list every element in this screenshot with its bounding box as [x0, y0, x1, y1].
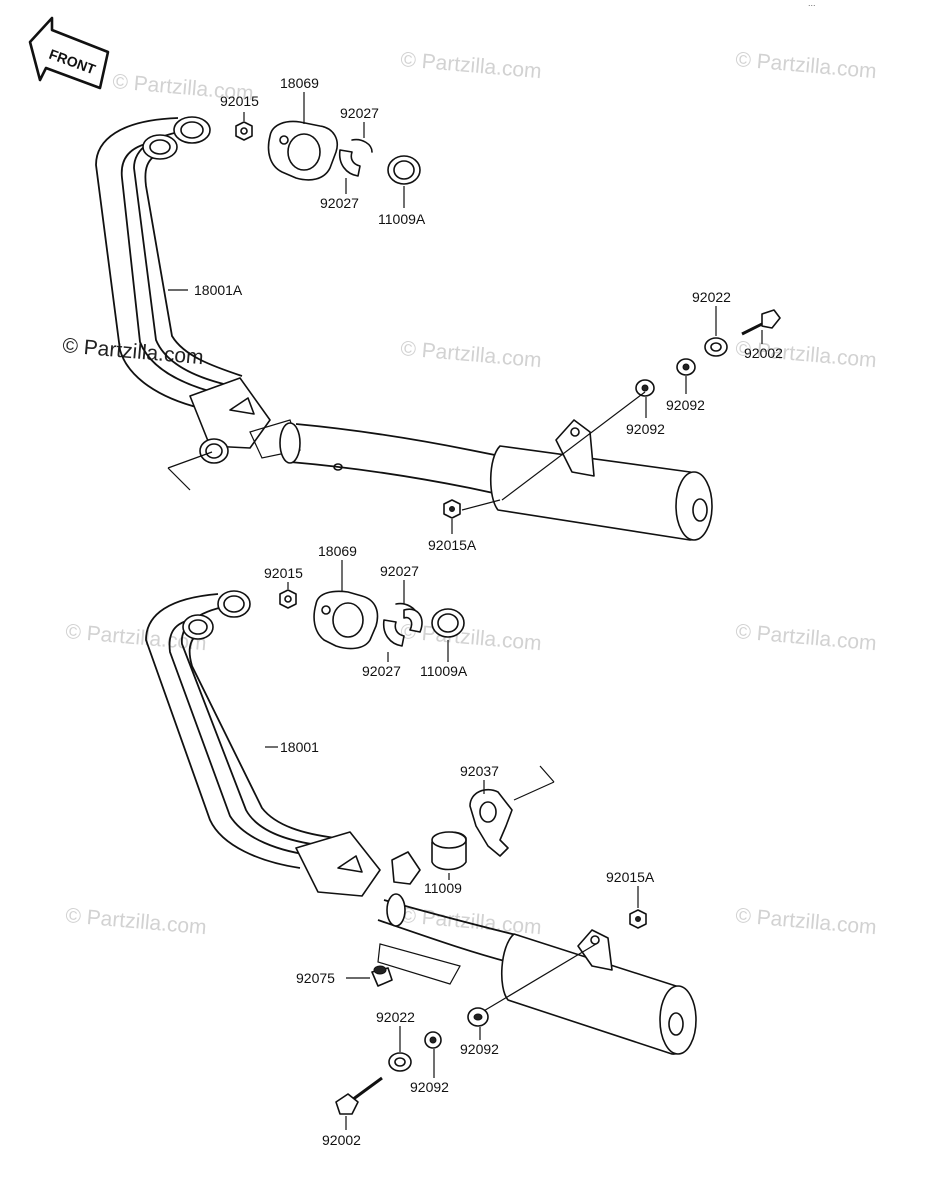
callout: 92027 — [362, 663, 401, 679]
callout: 11009A — [378, 211, 426, 227]
callout: 92092 — [666, 397, 705, 413]
callout: 92092 — [460, 1041, 499, 1057]
muffler-lower — [500, 929, 697, 1055]
callout: 92015A — [606, 869, 655, 885]
split-collar-92027-lower — [382, 602, 423, 647]
nut-92015-upper — [235, 121, 253, 141]
callout: 18069 — [280, 75, 319, 91]
callout: 11009 — [424, 880, 462, 896]
corner-note: ... — [808, 0, 816, 8]
watermark: © Partzilla.com — [400, 48, 543, 83]
flange-18069-lower — [313, 590, 379, 650]
grommet-92092-lower-a — [467, 1007, 489, 1027]
nut-92015A-lower — [629, 909, 647, 929]
watermark: © Partzilla.com — [65, 904, 208, 939]
washer-92022-upper — [704, 337, 728, 357]
watermark: © Partzilla.com — [735, 904, 878, 939]
callout: 92027 — [320, 195, 359, 211]
damper-92075 — [371, 965, 393, 987]
callout: 92092 — [410, 1079, 449, 1095]
callout: 92015A — [428, 537, 477, 553]
grommet-92092-lower-b — [424, 1031, 442, 1049]
clamp-92037 — [469, 765, 555, 857]
nut-92015-lower — [279, 589, 297, 609]
callout: 92015 — [264, 565, 303, 581]
watermark: © Partzilla.com — [735, 620, 878, 655]
lower-exhaust-assembly: 18069 92015 92027 92027 11009A 18001 920… — [145, 543, 697, 1148]
gasket-11009A-lower — [431, 608, 465, 638]
upper-exhaust-assembly: 92015 18069 92027 92027 11009A 18001A 92… — [95, 75, 783, 553]
muffler-upper — [489, 419, 713, 541]
grommet-92092-upper-b — [635, 379, 655, 397]
callout: 92022 — [692, 289, 731, 305]
gasket-11009A-upper — [387, 155, 421, 185]
gasket-11009 — [431, 831, 467, 871]
bolt-92002-lower — [335, 1076, 383, 1115]
nut-92015A-upper — [443, 499, 461, 519]
callout: 92002 — [744, 345, 783, 361]
split-collar-92027-upper — [338, 138, 373, 177]
callout: 92027 — [340, 105, 379, 121]
callout: 18001A — [194, 282, 243, 298]
washer-92022-lower — [388, 1052, 412, 1072]
bolt-92002-upper — [741, 309, 781, 336]
callout: 92037 — [460, 763, 499, 779]
callout: 18001 — [280, 739, 319, 755]
front-arrow-icon: FRONT — [28, 16, 110, 90]
callout: 92075 — [296, 970, 335, 986]
callout: 18069 — [318, 543, 357, 559]
callout: 92015 — [220, 93, 259, 109]
header-pipe-18001 — [145, 590, 521, 985]
callout: 92092 — [626, 421, 665, 437]
flange-18069-upper — [267, 120, 338, 181]
grommet-92092-upper-a — [676, 358, 696, 376]
watermark-dark: © Partzilla.com — [62, 334, 205, 369]
callout: 92002 — [322, 1132, 361, 1148]
watermark: © Partzilla.com — [400, 337, 543, 372]
watermark: © Partzilla.com — [735, 48, 878, 83]
callout: 92027 — [380, 563, 419, 579]
header-pipe-18001A — [95, 116, 501, 495]
callout: 11009A — [420, 663, 468, 679]
callout: 92022 — [376, 1009, 415, 1025]
